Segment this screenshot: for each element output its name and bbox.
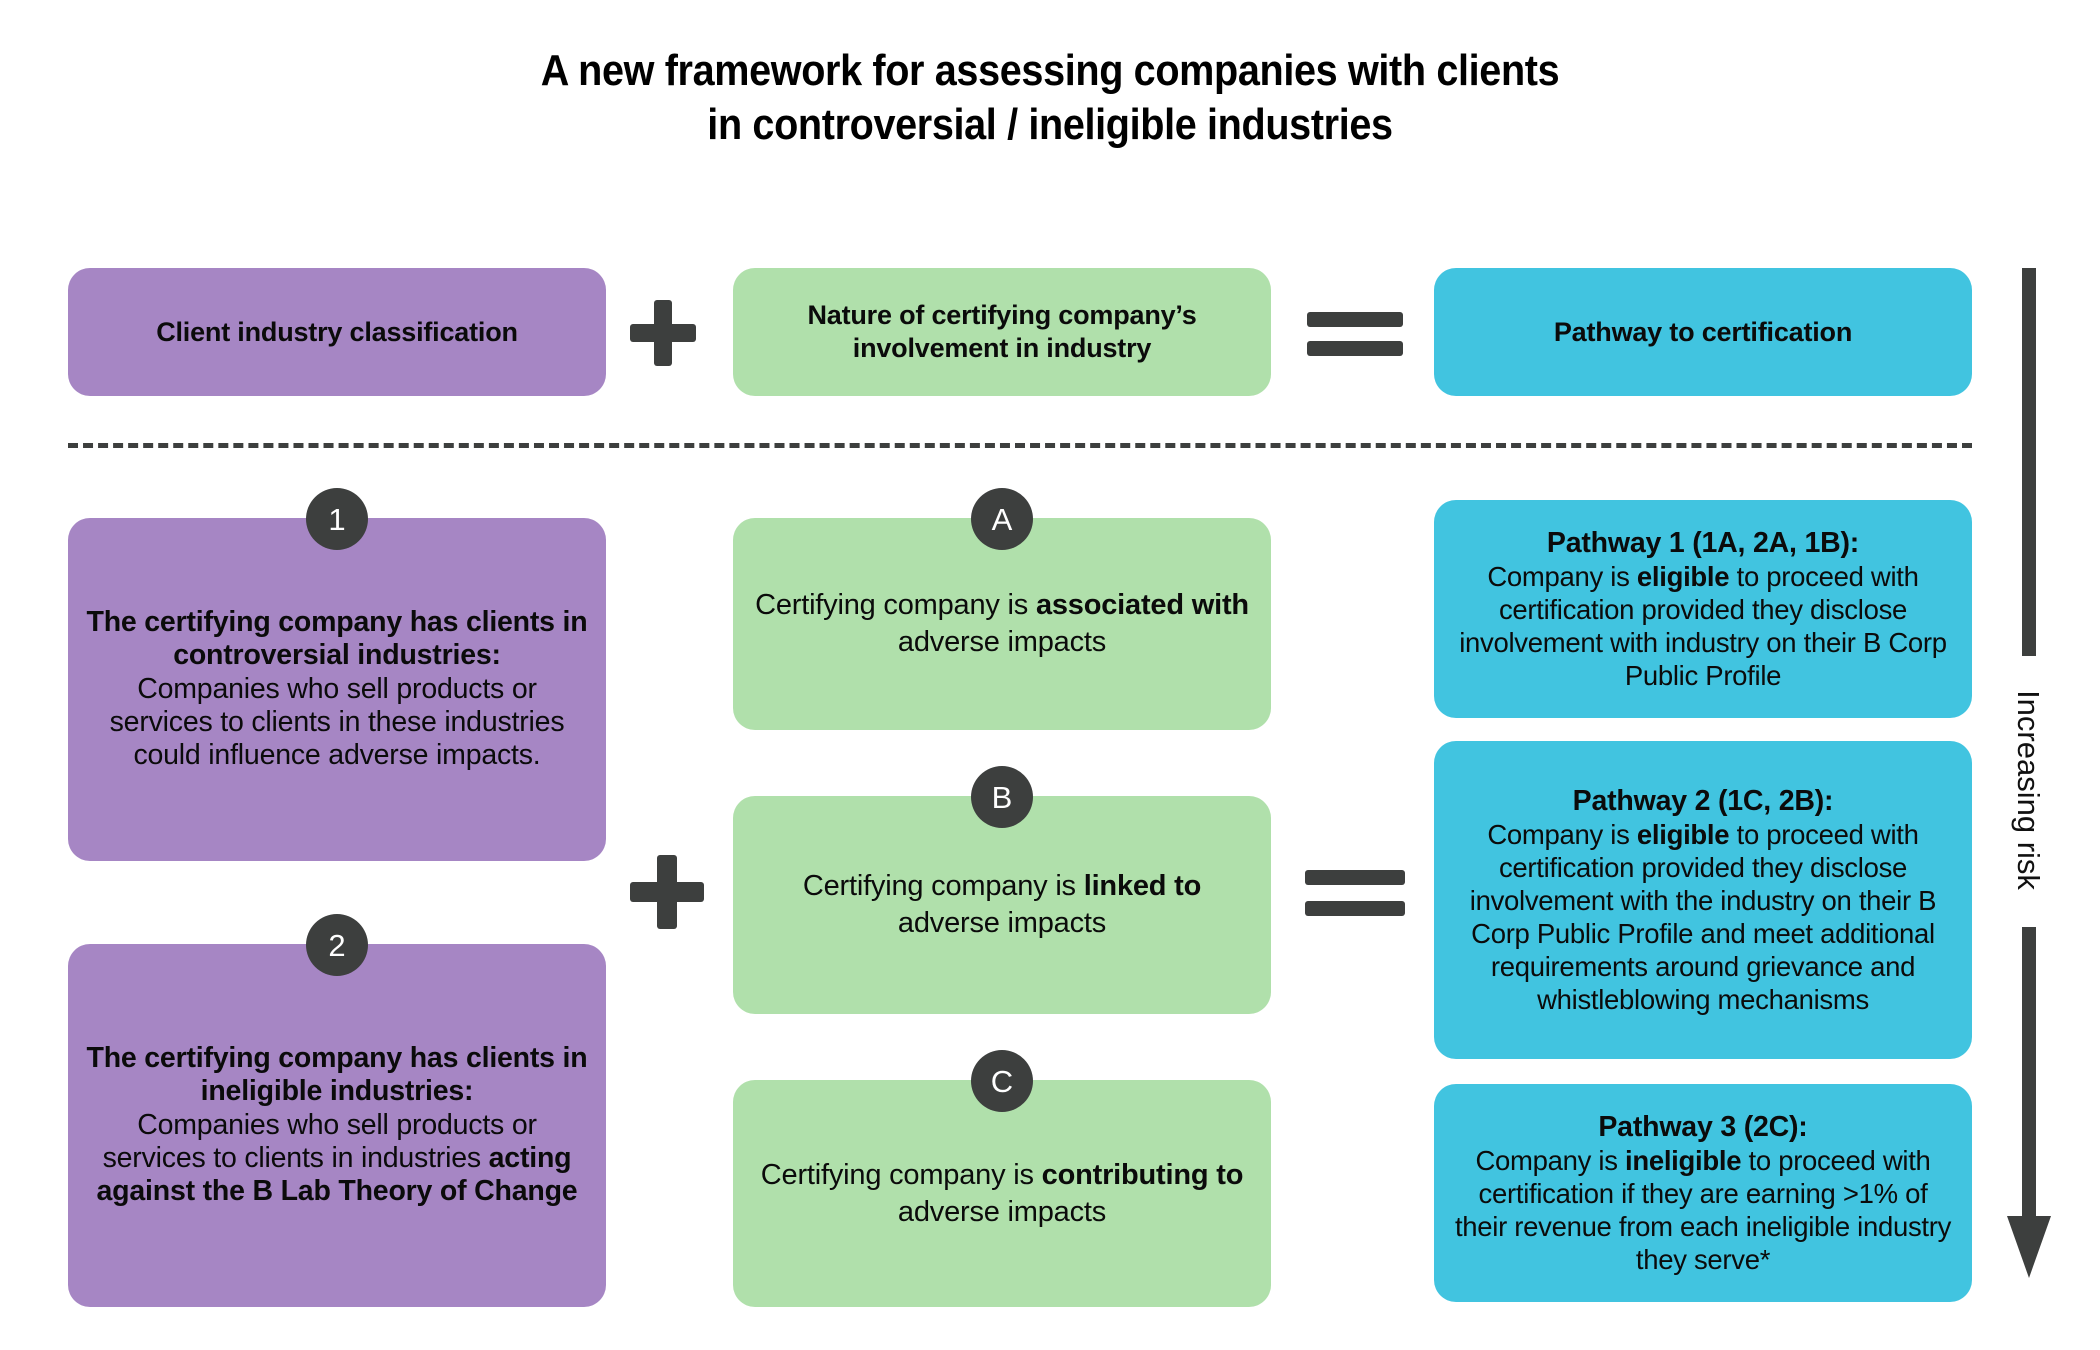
card-pathway-1-body-pre: Company is — [1487, 561, 1637, 593]
card-involvement-a-text: Certifying company is associated with ad… — [751, 587, 1253, 660]
badge-client-industry-2: 2 — [306, 914, 368, 976]
increasing-risk-arrow-icon — [2007, 268, 2051, 1298]
header-nature-label: Nature of certifying company’s involveme… — [807, 300, 1197, 363]
header-pathway-to-certification: Pathway to certification — [1434, 268, 1972, 396]
card-pathway-1-body-post: to proceed with certification provided t… — [1459, 561, 1947, 692]
increasing-risk-label: Increasing risk — [2002, 660, 2054, 920]
card-involvement-a-pre: Certifying company is — [755, 589, 1036, 622]
badge-involvement-b: B — [971, 766, 1033, 828]
card-client-industry-2-body-bold: acting against the B Lab Theory of Chang… — [96, 1141, 578, 1208]
page-title-line-2: in controversial / ineligible industries — [707, 99, 1393, 149]
card-pathway-3: Pathway 3 (2C): Company is ineligible to… — [1434, 1084, 1972, 1302]
plus-operator-icon-top — [630, 300, 696, 366]
section-divider — [68, 443, 1972, 448]
card-client-industry-2: The certifying company has clients in in… — [68, 944, 606, 1307]
card-client-industry-2-body-pre: Companies who sell products or services … — [102, 1108, 537, 1174]
card-pathway-3-body-pre: Company is — [1475, 1145, 1625, 1177]
card-involvement-a-bold: associated with — [1035, 589, 1249, 622]
card-pathway-2: Pathway 2 (1C, 2B): Company is eligible … — [1434, 741, 1972, 1059]
header-nature-of-involvement: Nature of certifying company’s involveme… — [733, 268, 1271, 396]
card-pathway-1-heading: Pathway 1 (1A, 2A, 1B): — [1546, 526, 1860, 559]
card-pathway-3-body-bold: ineligible — [1625, 1145, 1742, 1177]
header-pathway-label: Pathway to certification — [1553, 316, 1853, 347]
card-pathway-2-body: Company is eligible to proceed with cert… — [1452, 818, 1954, 1016]
card-pathway-3-body: Company is ineligible to proceed with ce… — [1452, 1144, 1954, 1276]
card-pathway-2-body-pre: Company is — [1487, 819, 1637, 851]
card-involvement-c-post: adverse impacts — [897, 1195, 1107, 1228]
card-client-industry-1-body: Companies who sell products or services … — [86, 673, 588, 773]
card-pathway-1: Pathway 1 (1A, 2A, 1B): Company is eligi… — [1434, 500, 1972, 718]
card-client-industry-2-heading: The certifying company has clients in in… — [86, 1042, 588, 1108]
card-client-industry-1: The certifying company has clients in co… — [68, 518, 606, 861]
card-involvement-a: Certifying company is associated with ad… — [733, 518, 1271, 730]
badge-involvement-c: C — [971, 1050, 1033, 1112]
card-pathway-1-body: Company is eligible to proceed with cert… — [1452, 560, 1954, 692]
card-pathway-1-body-bold: eligible — [1636, 561, 1730, 593]
card-pathway-3-body-post: to proceed with certification if they ar… — [1454, 1145, 1952, 1276]
card-involvement-c: Certifying company is contributing to ad… — [733, 1080, 1271, 1307]
card-client-industry-1-heading: The certifying company has clients in co… — [86, 606, 588, 672]
card-involvement-a-post: adverse impacts — [897, 626, 1107, 658]
card-involvement-c-pre: Certifying company is — [760, 1158, 1042, 1191]
plus-operator-icon-main — [630, 855, 704, 929]
equals-operator-icon-top — [1307, 308, 1403, 360]
card-involvement-b-bold: linked to — [1083, 870, 1202, 903]
card-pathway-2-body-bold: eligible — [1636, 819, 1730, 851]
card-involvement-b-pre: Certifying company is — [802, 870, 1084, 903]
page-title-line-1: A new framework for assessing companies … — [540, 46, 1560, 95]
card-pathway-2-heading: Pathway 2 (1C, 2B): — [1572, 784, 1834, 817]
card-involvement-b-post: adverse impacts — [897, 907, 1107, 939]
card-involvement-c-bold: contributing to — [1041, 1158, 1244, 1191]
card-pathway-3-heading: Pathway 3 (2C): — [1598, 1110, 1808, 1143]
card-involvement-b-text: Certifying company is linked to adverse … — [751, 868, 1253, 941]
card-pathway-2-body-post: to proceed with certification provided t… — [1469, 819, 1937, 1016]
equals-operator-icon-main — [1305, 866, 1405, 920]
increasing-risk-label-text: Increasing risk — [2011, 690, 2047, 890]
header-client-industry-label: Client industry classification — [156, 316, 518, 347]
header-client-industry-classification: Client industry classification — [68, 268, 606, 396]
page-title: A new framework for assessing companies … — [105, 44, 1995, 151]
badge-client-industry-1: 1 — [306, 488, 368, 550]
card-involvement-b: Certifying company is linked to adverse … — [733, 796, 1271, 1014]
card-involvement-c-text: Certifying company is contributing to ad… — [751, 1157, 1253, 1230]
card-client-industry-1-body-pre: Companies who sell products or services … — [109, 672, 565, 772]
card-client-industry-2-body: Companies who sell products or services … — [86, 1109, 588, 1209]
badge-involvement-a: A — [971, 488, 1033, 550]
